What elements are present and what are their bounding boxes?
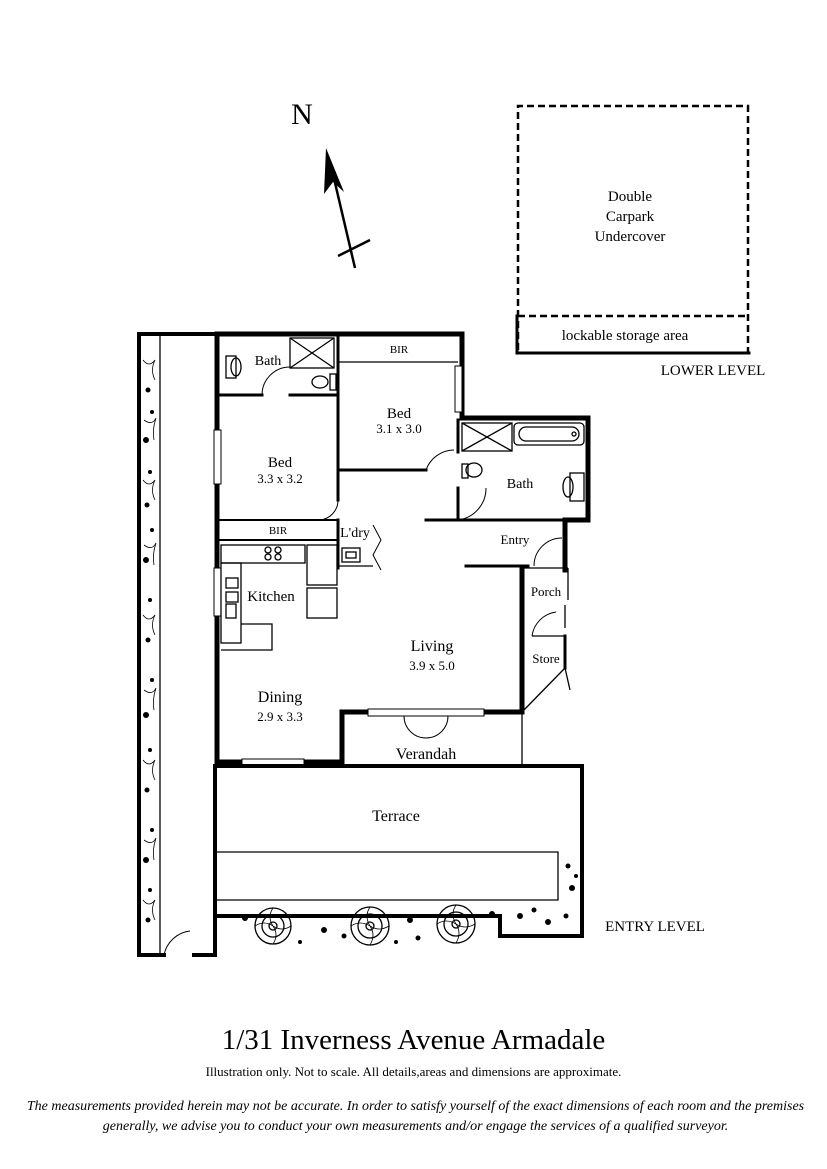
bed2-size: 3.3 x 3.2 [257, 471, 303, 486]
laundry-label: L'dry [340, 526, 370, 541]
lower-level-label: LOWER LEVEL [661, 363, 766, 379]
measurement-disclaimer: The measurements provided herein may not… [26, 1099, 805, 1134]
living-name: Living [411, 638, 454, 655]
french-doors [403, 715, 449, 739]
bath2-label: Bath [507, 477, 533, 492]
carpark-label-line1: Double [608, 189, 653, 205]
carpark-label-line3: Undercover [595, 229, 666, 245]
bed2-door [319, 499, 339, 521]
porch-label: Porch [531, 584, 562, 599]
verandah-label: Verandah [396, 746, 456, 763]
north-arrow-icon [324, 148, 371, 269]
terrace-label: Terrace [372, 808, 420, 825]
kitchen-fixtures [220, 544, 338, 651]
property-address: 1/31 Inverness Avenue Armadale [221, 1024, 606, 1056]
bed1-size: 3.1 x 3.0 [376, 421, 422, 436]
bed1-door [425, 449, 455, 471]
illustration-note: Illustration only. Not to scale. All det… [205, 1064, 622, 1079]
storage-label: lockable storage area [562, 328, 689, 344]
kitchen-label: Kitchen [247, 589, 295, 605]
living-size: 3.9 x 5.0 [409, 658, 455, 673]
bir1-label: BIR [390, 344, 409, 356]
bir2-label: BIR [269, 525, 288, 537]
bath1-label: Bath [255, 354, 281, 369]
carpark-label-line2: Carpark [606, 209, 655, 225]
dining-size: 2.9 x 3.3 [257, 709, 303, 724]
windows [213, 365, 485, 767]
interior-walls [215, 336, 567, 570]
dining-name: Dining [258, 689, 302, 706]
compass-label: N [291, 98, 313, 131]
entry-door [533, 537, 563, 567]
laundry-fixtures [341, 524, 382, 571]
entry-label: Entry [501, 532, 530, 547]
floor-plan: N Double Carpark Undercover lockable sto… [137, 98, 766, 957]
front-garden-shrubs [242, 863, 578, 946]
bath2-fixtures [457, 422, 585, 521]
bed2-name: Bed [268, 455, 293, 471]
terrace-outline [163, 764, 584, 957]
entry-level-label: ENTRY LEVEL [605, 919, 705, 935]
porch-store-walls [520, 567, 571, 714]
carpark-outline [515, 104, 751, 355]
bath1-fixtures [225, 337, 337, 396]
bed1-name: Bed [387, 406, 412, 422]
store-label: Store [532, 651, 560, 666]
